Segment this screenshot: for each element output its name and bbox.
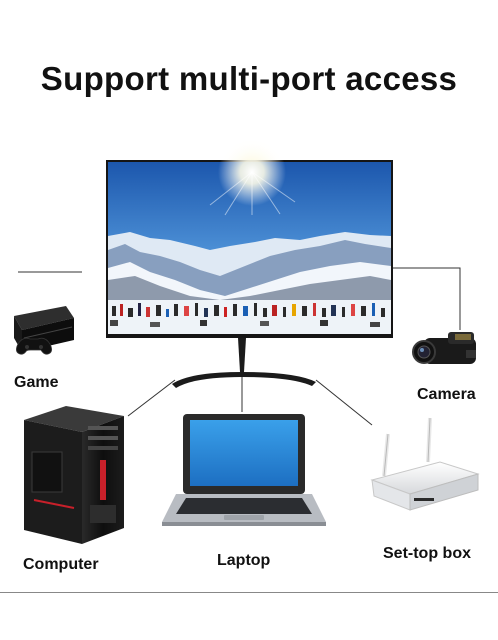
set-top-box-icon [370,417,480,511]
game-console-icon [14,306,74,355]
gamepad-icon [16,337,52,355]
monitor-neck [238,338,246,372]
line-stb [315,379,373,426]
monitor [106,138,393,388]
computer-label: Computer [23,556,99,573]
camcorder-icon [412,332,476,364]
line-camera [392,267,461,330]
crowd [110,303,385,327]
line-computer [127,379,176,417]
camera-label: Camera [417,386,476,403]
laptop-label: Laptop [217,552,271,569]
set-top-box-label: Set-top box [383,545,471,562]
snow-field [108,300,391,334]
game-label: Game [14,374,59,391]
connector-lines [18,267,461,426]
monitor-base [172,372,316,388]
laptop-icon [162,414,326,526]
computer-tower-icon [24,406,124,544]
bottom-divider [0,592,498,593]
page-title: Support multi-port access [40,60,458,97]
